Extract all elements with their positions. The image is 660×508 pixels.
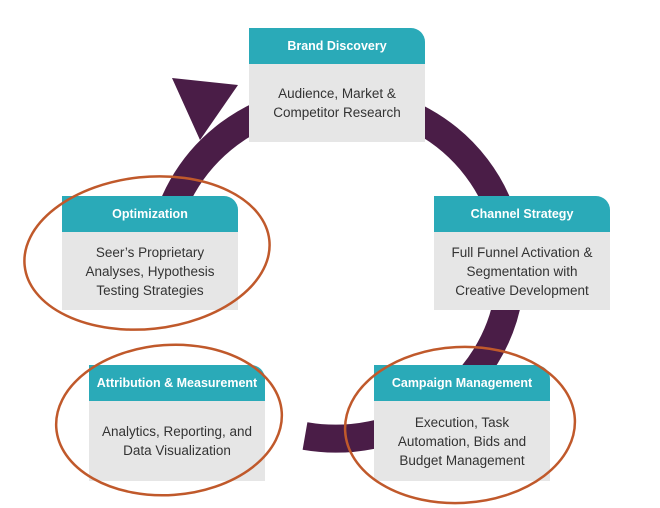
- stage-title: Channel Strategy: [434, 196, 610, 232]
- stage-description: Seer’s Proprietary Analyses, Hypothesis …: [62, 232, 238, 310]
- description-line: Execution, Task: [414, 414, 510, 430]
- description-line: Seer’s Proprietary: [95, 244, 205, 260]
- stage-description: Execution, Task Automation, Bids and Bud…: [374, 401, 550, 481]
- description-line: Segmentation with: [466, 263, 578, 279]
- stage-card-brand-discovery: Brand Discovery Audience, Market & Compe…: [249, 28, 425, 142]
- cycle-arrowhead: [172, 78, 238, 140]
- stage-description: Full Funnel Activation & Segmentation wi…: [434, 232, 610, 310]
- description-line: Creative Development: [455, 282, 589, 298]
- stage-card-channel-strategy: Channel Strategy Full Funnel Activation …: [434, 196, 610, 310]
- description-line: Analyses, Hypothesis: [85, 263, 215, 279]
- description-line: Data Visualization: [123, 443, 231, 458]
- stage-title: Optimization: [62, 196, 238, 232]
- stage-title: Campaign Management: [374, 365, 550, 401]
- stage-card-optimization: Optimization Seer’s Proprietary Analyses…: [62, 196, 238, 310]
- stage-title: Brand Discovery: [249, 28, 425, 64]
- stage-card-campaign-management: Campaign Management Execution, Task Auto…: [374, 365, 550, 481]
- stage-card-attribution-measurement: Attribution & Measurement Analytics, Rep…: [89, 365, 265, 481]
- stage-description: Analytics, Reporting, and Data Visualiza…: [89, 401, 265, 481]
- description-line: Budget Management: [399, 452, 525, 468]
- description-line: Automation, Bids and: [397, 433, 527, 449]
- description-line: Testing Strategies: [96, 282, 204, 298]
- description-line: Full Funnel Activation &: [451, 244, 593, 260]
- description-line: Analytics, Reporting, and: [101, 424, 253, 439]
- description-line: Competitor Research: [273, 105, 401, 120]
- stage-title: Attribution & Measurement: [89, 365, 265, 401]
- stage-description: Audience, Market & Competitor Research: [249, 64, 425, 142]
- description-line: Audience, Market &: [278, 86, 396, 101]
